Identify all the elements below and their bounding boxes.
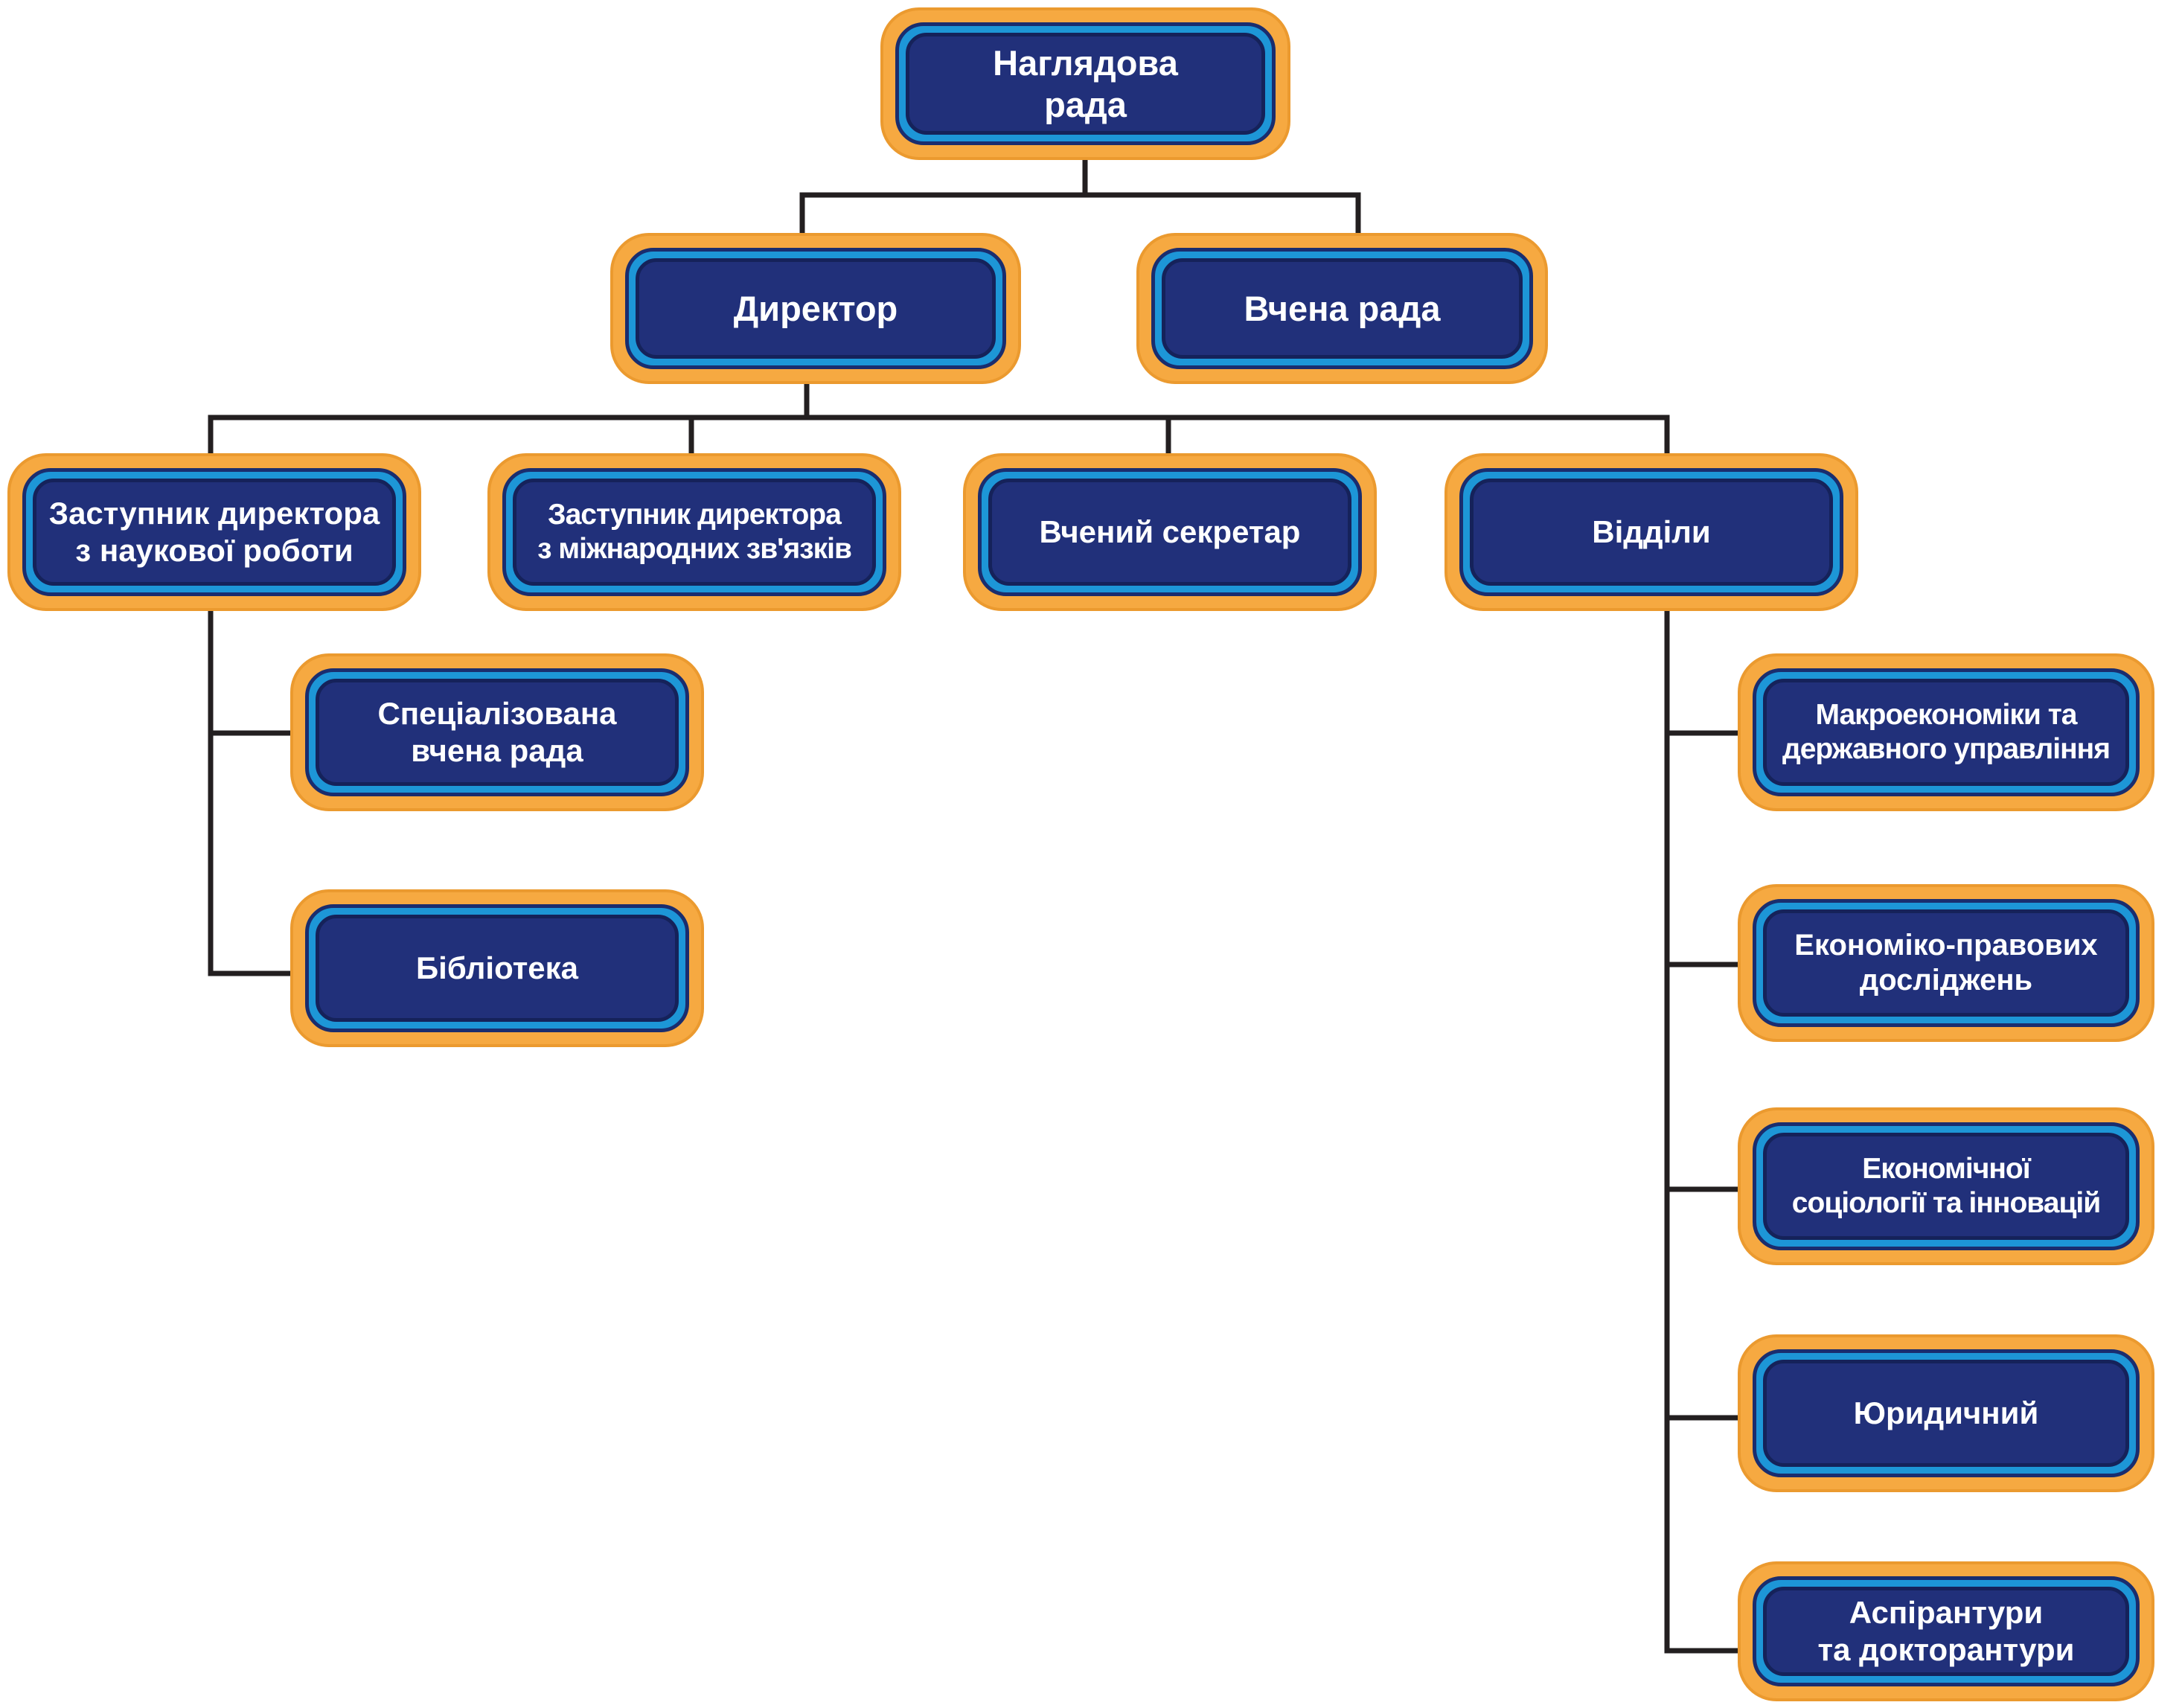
node-dept-economic-legal: Економіко-правових досліджень [1738,884,2154,1042]
node-label: Юридичний [1763,1360,2129,1467]
node-supervisory-board: Наглядова рада [880,7,1290,160]
node-specialized-council: Спеціалізована вчена рада [290,653,704,811]
node-label: Аспірантури та докторантури [1763,1587,2129,1676]
node-deputy-director-science: Заступник директора з наукової роботи [7,453,421,611]
node-deputy-director-international: Заступник директора з міжнародних зв'язк… [487,453,901,611]
node-dept-macroeconomics: Макроекономіки та державного управління [1738,653,2154,811]
node-label: Директор [636,258,996,359]
node-label: Вчена рада [1162,258,1523,359]
node-departments: Відділи [1444,453,1858,611]
node-library: Бібліотека [290,889,704,1047]
node-scientific-secretary: Вчений секретар [963,453,1377,611]
node-label: Наглядова рада [906,33,1265,135]
node-director: Директор [610,233,1021,384]
node-label: Заступник директора з міжнародних зв'язк… [513,479,876,586]
node-label: Спеціалізована вчена рада [316,679,679,786]
node-dept-legal: Юридичний [1738,1334,2154,1492]
node-label: Бібліотека [316,915,679,1022]
node-label: Вчений секретар [988,479,1351,586]
node-label: Заступник директора з наукової роботи [33,479,396,586]
node-label: Відділи [1470,479,1833,586]
node-dept-postgraduate: Аспірантури та докторантури [1738,1561,2154,1701]
node-label: Економіко-правових досліджень [1763,909,2129,1017]
node-label: Економічної соціології та інновацій [1763,1133,2129,1240]
node-academic-council: Вчена рада [1136,233,1548,384]
node-dept-economic-sociology: Економічної соціології та інновацій [1738,1107,2154,1265]
node-label: Макроекономіки та державного управління [1763,679,2129,786]
